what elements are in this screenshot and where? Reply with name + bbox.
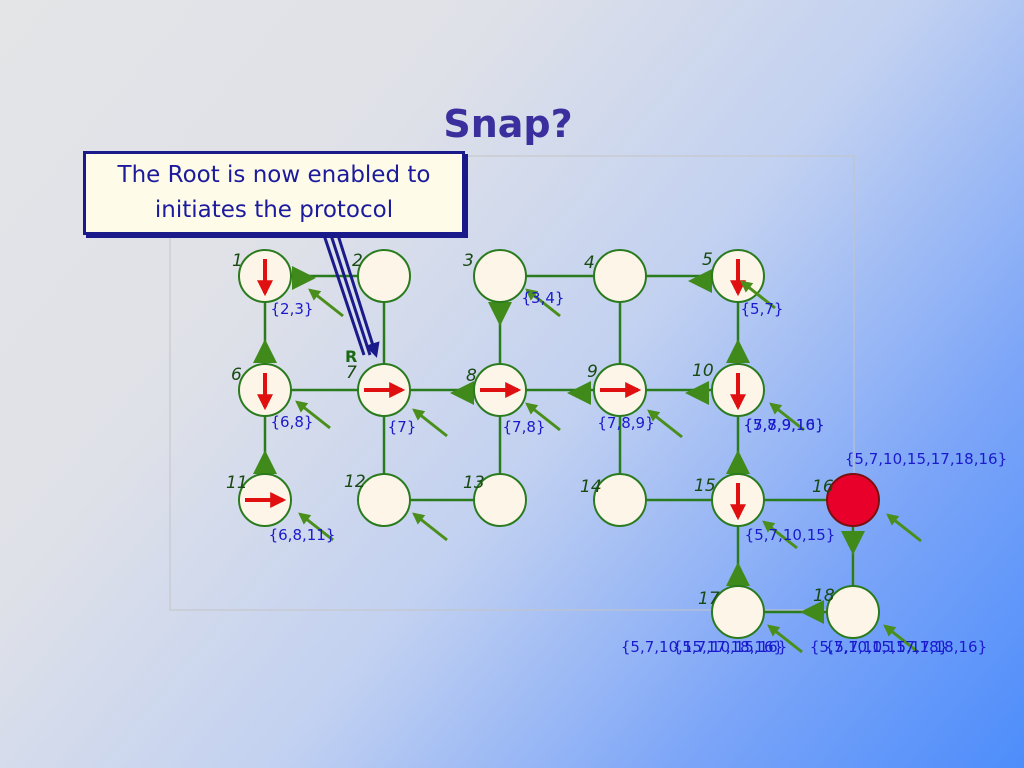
node-circle (711, 585, 765, 639)
direction-triangle (253, 450, 277, 474)
node-number: 12 (344, 472, 366, 492)
node-12: 12 (344, 472, 411, 527)
message-arrow (298, 512, 334, 542)
node-number: 2 (352, 251, 363, 271)
node-13: 13 (463, 473, 527, 527)
node-set-label: {7,8} (503, 418, 546, 436)
callout-pointer (321, 231, 366, 356)
message-arrow (762, 520, 798, 550)
node-number: 8 (466, 366, 477, 386)
callout-pointer (328, 231, 372, 356)
node-set-label: {5,7,10,15} (745, 526, 836, 544)
node-number: 4 (584, 253, 595, 273)
message-arrow (883, 624, 919, 654)
node-1: 1 (232, 249, 292, 303)
direction-triangle (688, 269, 712, 293)
message-arrow (740, 280, 776, 310)
node-set-label: {5,7,10,15,16} (673, 638, 788, 656)
node-3: 3 (463, 249, 527, 303)
direction-triangle (253, 339, 277, 363)
message-arrow (308, 288, 344, 318)
diagram-frame (169, 155, 855, 611)
node-number: 3 (463, 251, 474, 271)
node-circle (593, 473, 647, 527)
direction-triangle (841, 531, 865, 555)
node-4: 4 (584, 249, 647, 303)
node-number: 15 (694, 476, 716, 496)
node-circle (357, 473, 411, 527)
node-number: 6 (231, 365, 242, 385)
message-arrow (886, 513, 922, 543)
node-set-label: {5,7,10,15,17,18,16} (845, 450, 1007, 468)
message-arrow (525, 402, 561, 432)
node-5: 5 (702, 249, 765, 303)
message-arrow (525, 288, 561, 318)
node-circle (826, 585, 880, 639)
node-number: 14 (580, 477, 602, 497)
direction-triangle (450, 381, 474, 405)
direction-triangle (726, 562, 750, 586)
direction-triangle (800, 600, 824, 624)
message-arrow (767, 624, 803, 654)
slide-title: Snap? (443, 102, 573, 146)
callout-pointer (335, 231, 380, 358)
node-11: 11 (226, 473, 292, 527)
root-label: R (345, 347, 357, 366)
message-arrow (412, 408, 448, 438)
node-14: 14 (580, 473, 647, 527)
node-set-label: {5,7,9,10} (743, 416, 824, 434)
node-9: 9 (587, 362, 647, 417)
direction-triangle (292, 266, 316, 290)
node-set-label: {5,7} (741, 300, 784, 318)
node-8: 8 (466, 363, 527, 417)
node-number: 16 (812, 477, 834, 497)
direction-triangle (726, 339, 750, 363)
node-6: 6 (231, 363, 292, 417)
node-15: 15 (694, 473, 765, 527)
node-circle (473, 249, 527, 303)
direction-triangle (567, 381, 591, 405)
node-set-label: {5,7,10,15,17,18,16} (825, 638, 987, 656)
node-circle (357, 249, 411, 303)
root-node-circle (826, 473, 880, 527)
node-number: 17 (698, 589, 720, 609)
node-17: 17 (698, 585, 765, 639)
node-set-label: {3,4} (522, 289, 565, 307)
direction-triangle (726, 450, 750, 474)
node-set-label: {5,7,10,15,17,18,16} (621, 638, 783, 656)
node-number: 9 (587, 362, 598, 382)
callout-box: The Root is now enabled to initiates the… (83, 151, 465, 235)
message-arrow (647, 409, 683, 439)
node-number: 10 (692, 361, 714, 381)
message-arrow (769, 402, 805, 432)
node-10: 10 (692, 361, 765, 417)
node-set-label: {5,7,10,15,17,18} (810, 638, 948, 656)
node-set-label: {7,8,9} (597, 414, 654, 432)
node-set-label: {7} (388, 418, 417, 436)
node-number: 11 (226, 473, 248, 493)
node-set-label: {6,8,11} (269, 526, 336, 544)
node-set-label: {6,8} (271, 413, 314, 431)
callout-text: The Root is now enabled to initiates the… (117, 162, 431, 223)
node-set-label: {2,3} (271, 300, 314, 318)
direction-triangle (685, 381, 709, 405)
node-number: 18 (813, 586, 835, 606)
message-arrow (412, 512, 448, 542)
node-18: 18 (813, 585, 880, 639)
node-circle (593, 249, 647, 303)
node-number: 5 (702, 250, 713, 270)
node-number: 1 (232, 251, 243, 271)
node-16: 16 (812, 473, 880, 527)
node-2: 2 (352, 249, 411, 303)
node-set-label: {7,8,9,16} (743, 416, 824, 434)
node-number: 13 (463, 473, 485, 493)
node-number: 7 (346, 363, 357, 383)
direction-triangle (488, 302, 512, 326)
node-circle (473, 473, 527, 527)
node-7: 7 (346, 363, 411, 417)
message-arrow (295, 400, 331, 430)
